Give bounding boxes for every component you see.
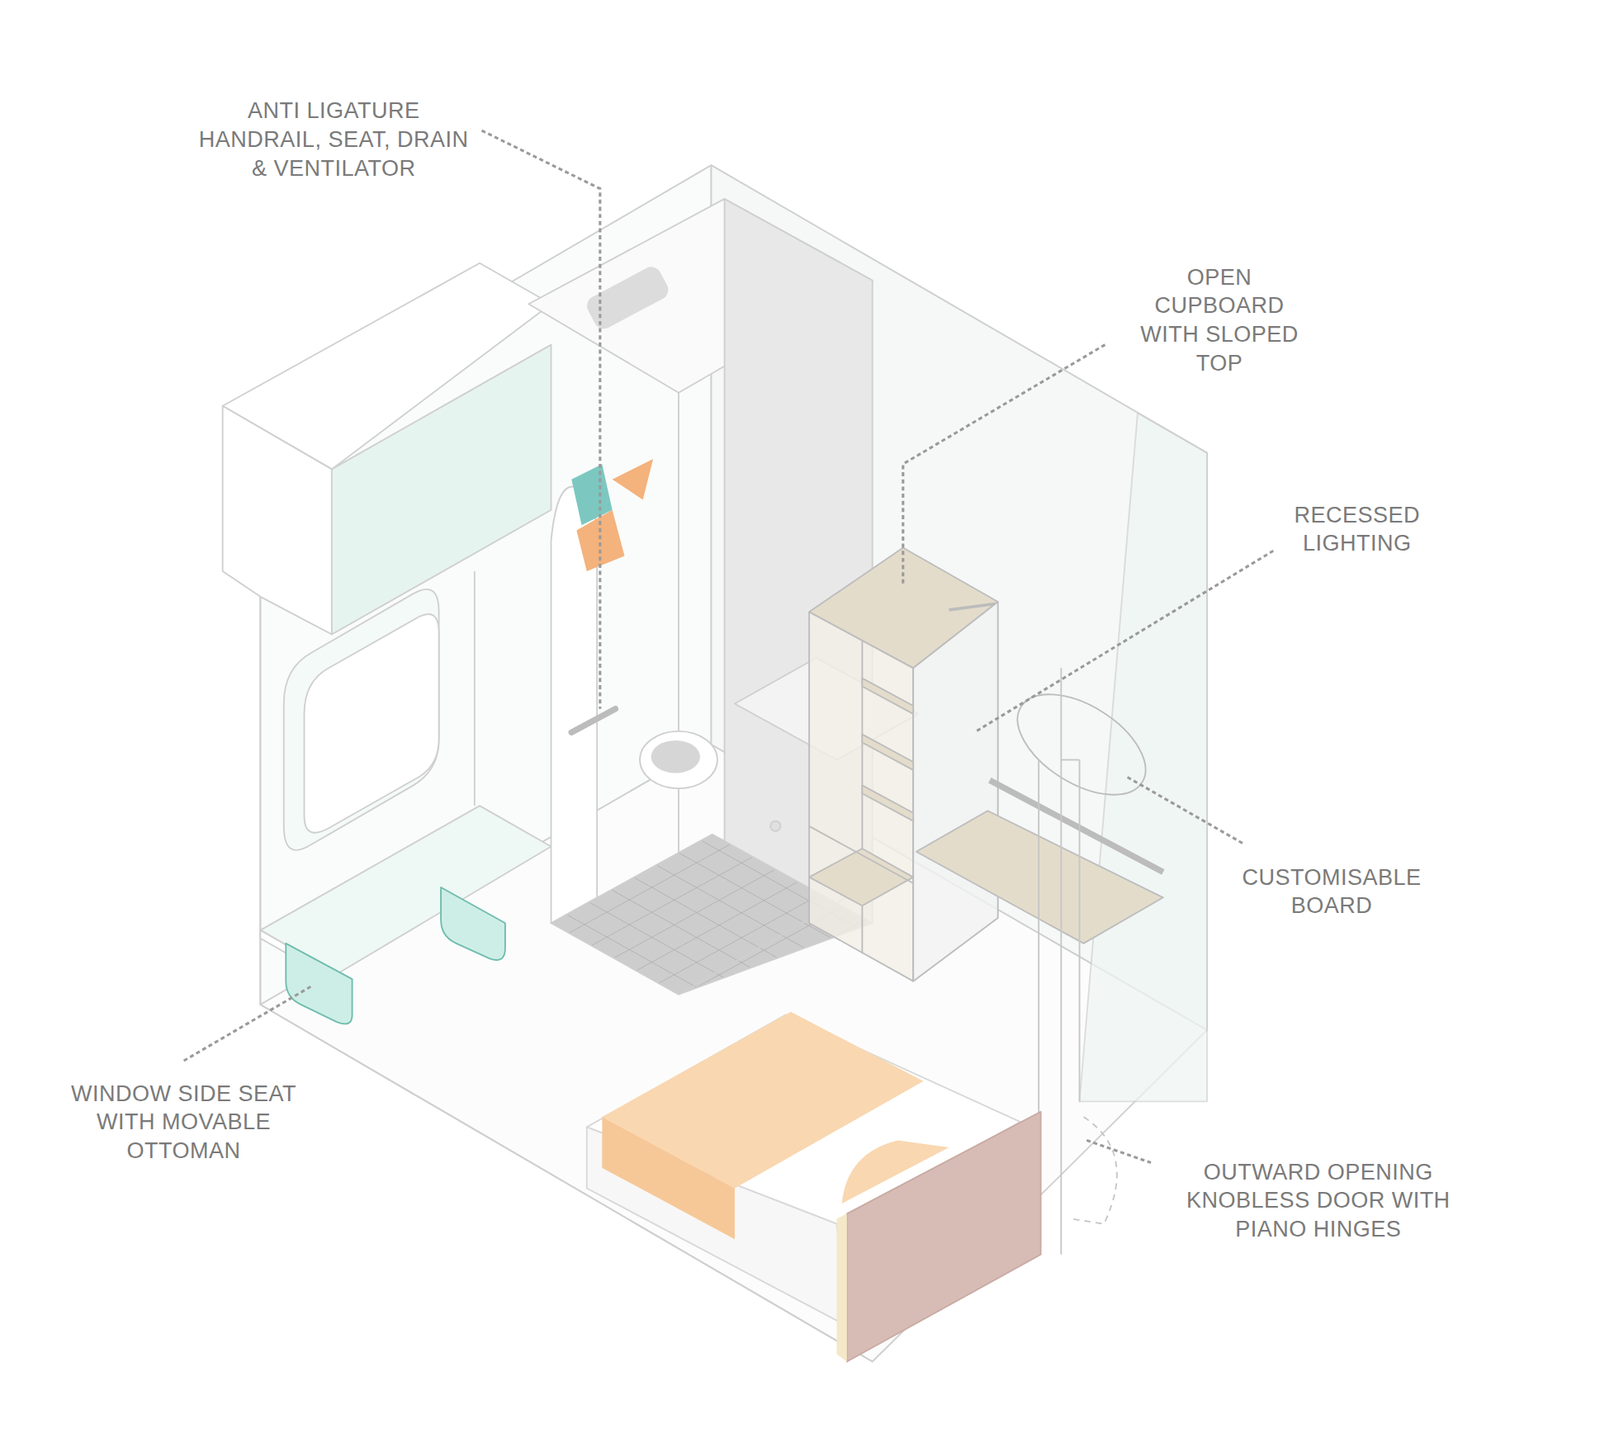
callout-label: OUTWARD OPENING KNOBLESS DOOR WITH PIANO… xyxy=(1169,1158,1468,1245)
callout-anchor: OPEN CUPBOARD WITH SLOPED TOP xyxy=(1126,263,1312,378)
callout-label: ANTI LIGATURE HANDRAIL, SEAT, DRAIN & VE… xyxy=(191,96,477,183)
leader-lines xyxy=(184,130,1274,1163)
callout-label: CUSTOMISABLE BOARD xyxy=(1224,863,1440,921)
callout-label: OPEN CUPBOARD WITH SLOPED TOP xyxy=(1126,263,1312,378)
callout-label: RECESSED LIGHTING xyxy=(1274,501,1440,559)
cupboard-desk xyxy=(809,548,1164,982)
callout-anchor: RECESSED LIGHTING xyxy=(1274,501,1440,559)
window-cabinet xyxy=(222,263,552,1025)
callout-anchor: WINDOW SIDE SEAT WITH MOVABLE OTTOMAN xyxy=(51,1079,316,1166)
bed xyxy=(586,1012,1042,1363)
callout-anchor: OUTWARD OPENING KNOBLESS DOOR WITH PIANO… xyxy=(1169,1158,1468,1245)
door xyxy=(1038,667,1118,1255)
callout-label: WINDOW SIDE SEAT WITH MOVABLE OTTOMAN xyxy=(51,1079,316,1166)
callout-anchor: CUSTOMISABLE BOARD xyxy=(1224,863,1440,921)
callout-anchor: ANTI LIGATURE HANDRAIL, SEAT, DRAIN & VE… xyxy=(191,96,477,183)
